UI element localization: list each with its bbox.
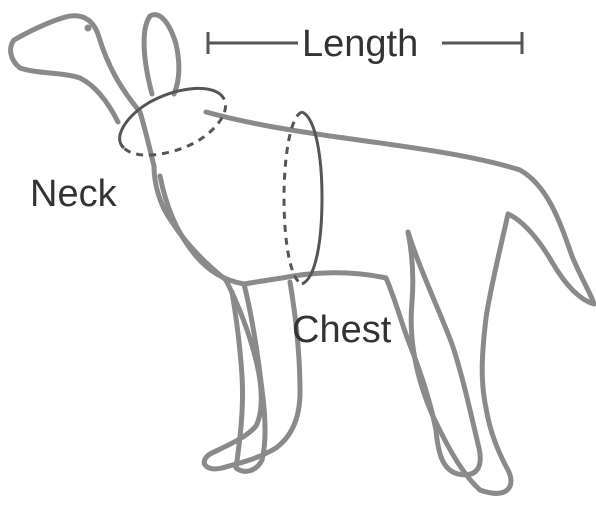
length-label: Length	[302, 23, 418, 65]
dog-ear-outline	[144, 15, 179, 94]
chest-loop-back	[284, 112, 302, 284]
neck-label: Neck	[30, 173, 118, 215]
dog-head-outline	[11, 16, 140, 122]
neck-measure-loop	[120, 88, 226, 155]
chest-measure-loop	[284, 112, 322, 284]
dog-belly-outline	[244, 273, 386, 284]
dog-neck-underline	[140, 112, 154, 166]
dog-thigh-outline	[408, 232, 480, 490]
dog-near-front-leg-outline	[204, 280, 300, 469]
neck-loop-back	[124, 94, 226, 155]
dog-tail-outline	[508, 214, 594, 304]
chest-loop-front	[302, 112, 322, 284]
dog-chest-front-outline	[154, 166, 226, 280]
chest-label: Chest	[292, 309, 392, 351]
dog-near-hind-leg-outline	[386, 232, 480, 475]
dog-silhouette	[11, 15, 594, 494]
dog-back-outline	[206, 112, 594, 304]
dog-eye	[85, 25, 92, 32]
neck-loop-front	[120, 88, 220, 148]
dog-shoulder-detail	[160, 176, 244, 284]
dog-rear-hind-leg-outline	[480, 214, 511, 493]
